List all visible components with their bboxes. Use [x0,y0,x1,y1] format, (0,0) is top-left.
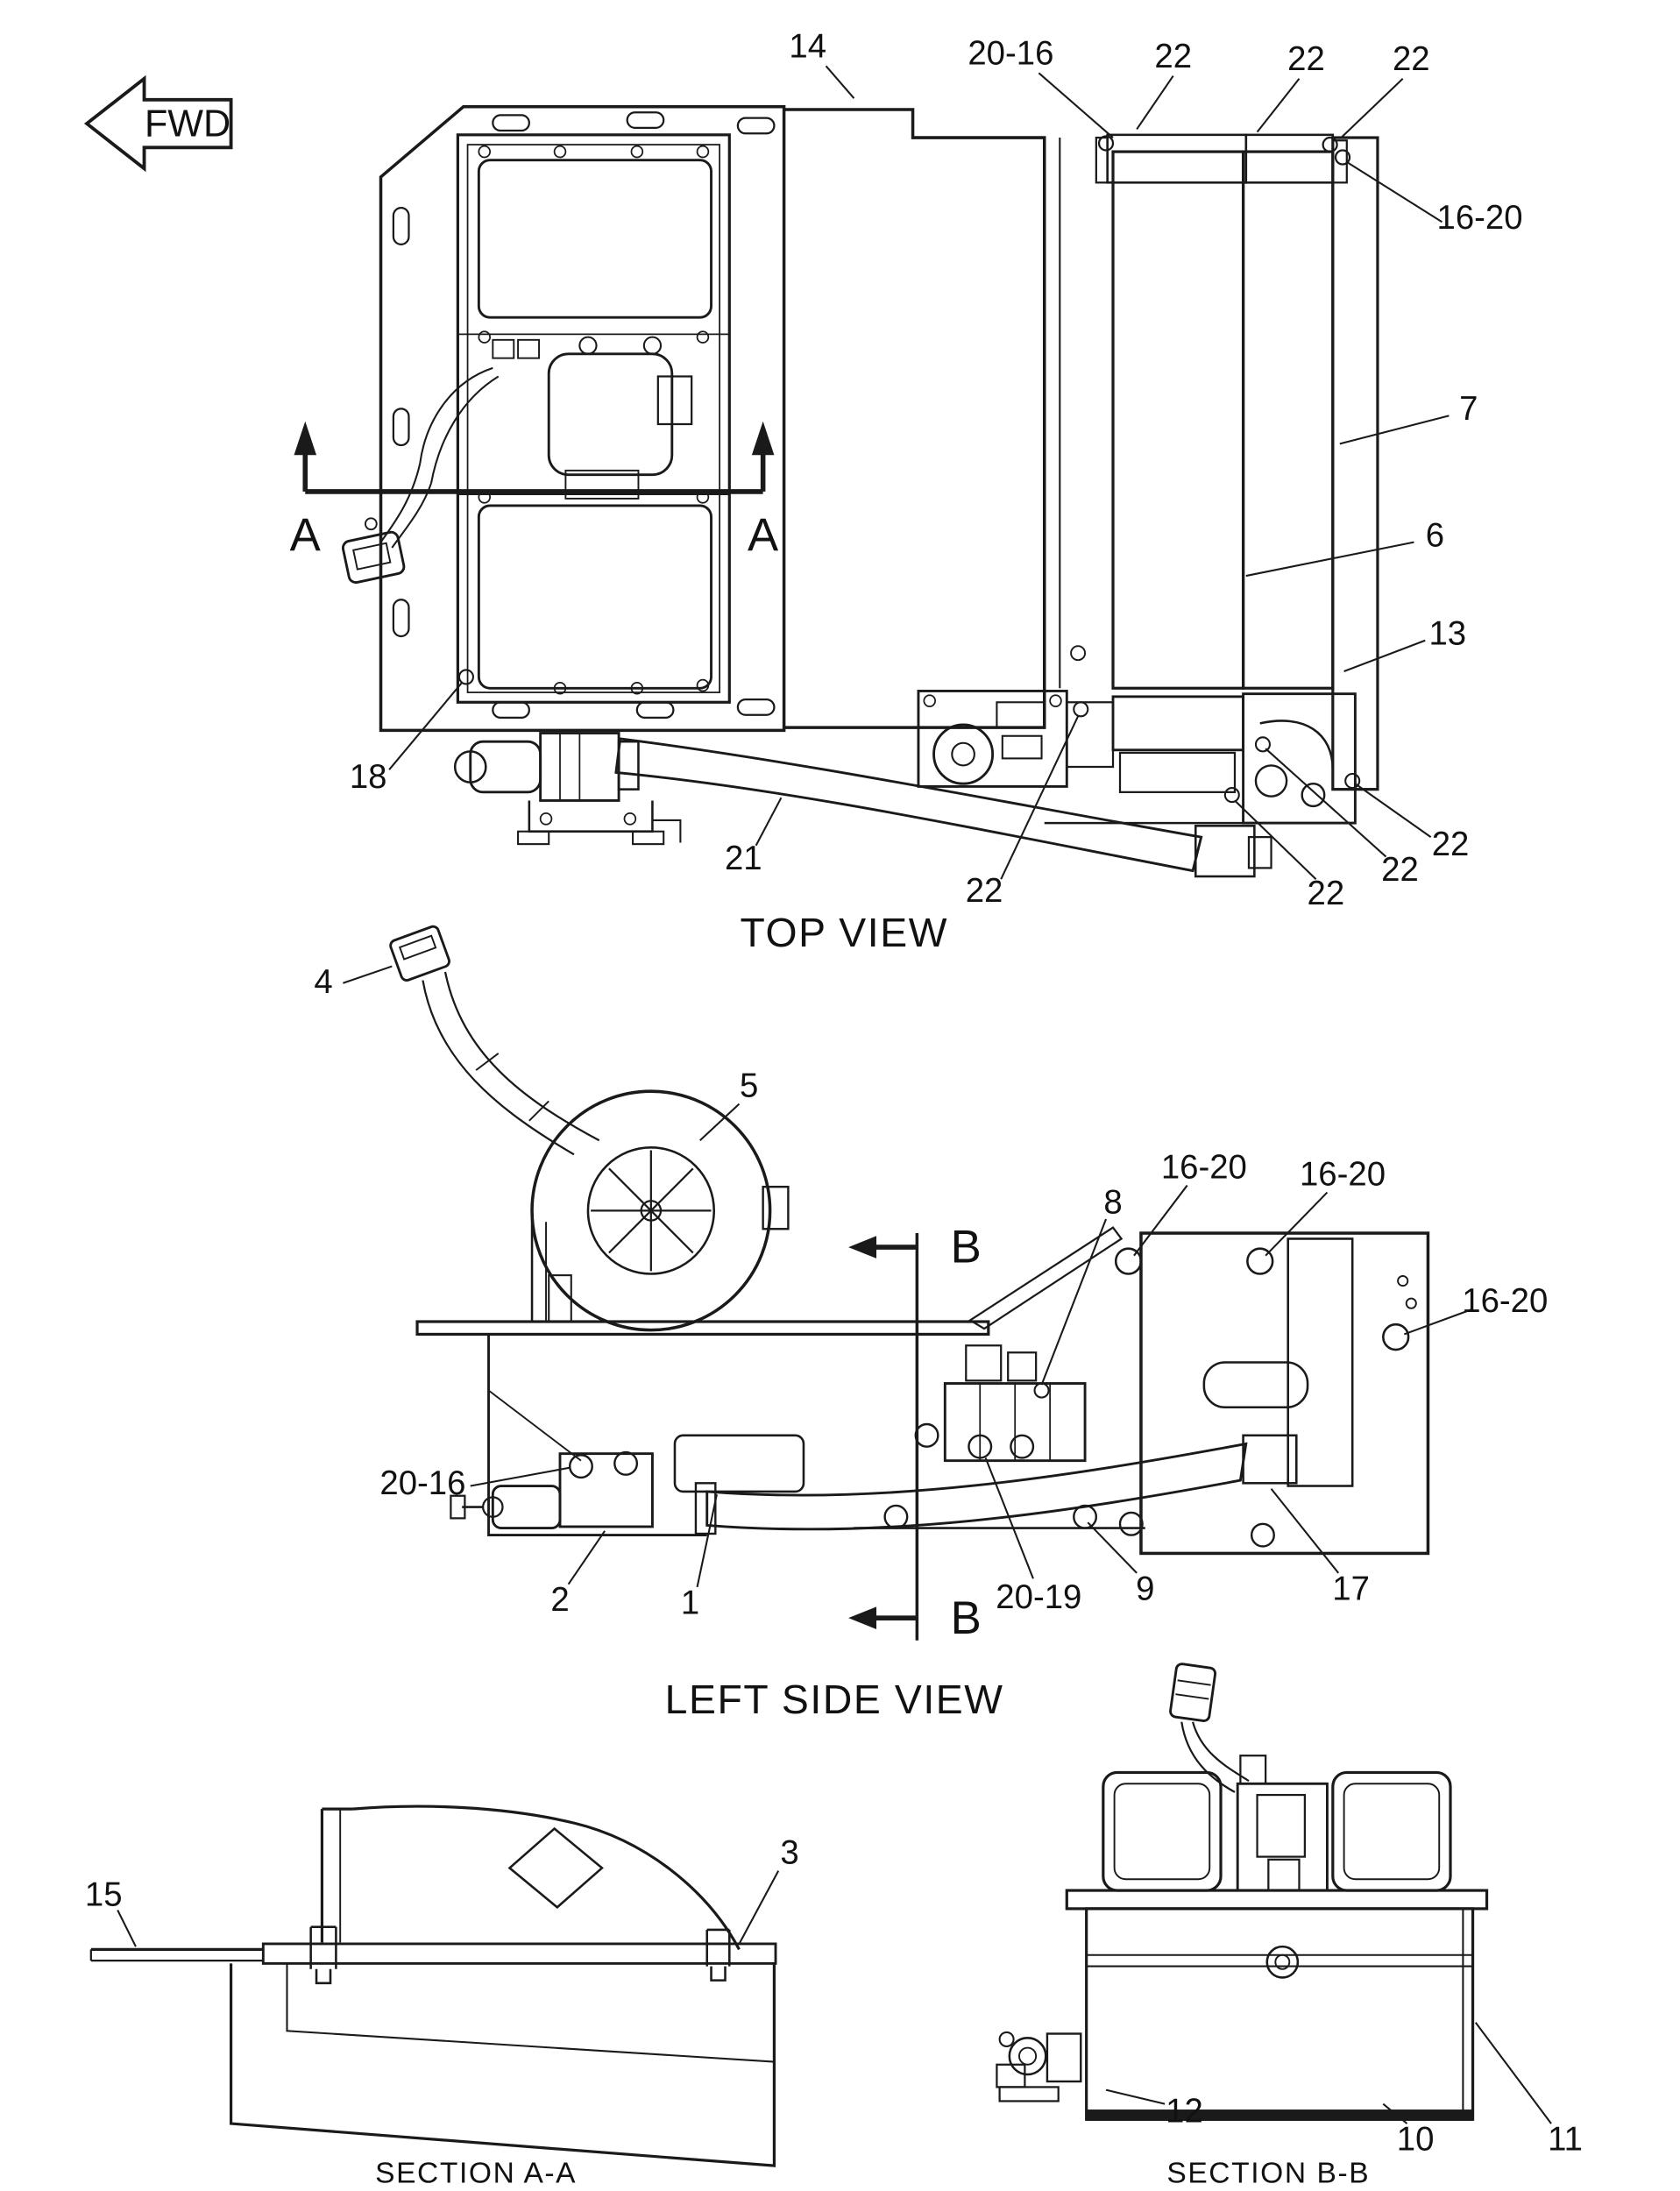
callout-14: 14 [789,28,826,66]
section-bb-leaders [1105,2022,1552,2124]
section-bb-caption: SECTION B-B [1166,2157,1370,2189]
callout-11: 11 [1548,2120,1583,2158]
callout-22-top-a: 22 [1154,38,1192,75]
callout-7: 7 [1459,390,1478,428]
callout-10: 10 [1397,2120,1435,2158]
callout-4: 4 [314,963,332,1001]
callout-22-bot-b: 22 [1308,875,1345,912]
section-aa-drawing [89,1805,777,2167]
callout-5: 5 [740,1067,758,1105]
section-a-cutline [294,421,775,494]
top-view-drawing [294,105,1379,878]
left-side-view-caption: LEFT SIDE VIEW [665,1677,1004,1722]
callout-13: 13 [1428,615,1466,653]
callout-3: 3 [780,1834,798,1872]
callout-22-bot-c: 22 [1381,851,1419,889]
callout-21: 21 [725,840,762,877]
callout-16-20-ls-a: 16-20 [1161,1148,1247,1186]
section-marker-b-bottom: B [951,1592,982,1644]
callout-16-20-ls-b: 16-20 [1300,1156,1386,1194]
callout-12: 12 [1166,2092,1203,2130]
callout-18: 18 [350,758,387,796]
section-marker-a-left: A [290,509,322,561]
callout-16-20-ls-c: 16-20 [1462,1282,1548,1320]
section-marker-b-top: B [951,1222,982,1273]
section-b-arrow-top-icon [848,1236,877,1259]
fwd-label: FWD [145,103,230,145]
callout-8: 8 [1103,1184,1122,1222]
callout-15: 15 [85,1876,123,1914]
callout-2: 2 [550,1581,569,1619]
callout-1: 1 [681,1584,699,1621]
callout-20-19: 20-19 [996,1578,1081,1616]
section-b-arrow-bottom-icon [848,1606,877,1629]
callout-16-20-top: 16-20 [1437,199,1523,237]
callout-20-16-ls: 20-16 [379,1464,465,1502]
section-marker-a-right: A [748,509,779,561]
left-side-view-drawing [389,925,1430,1641]
top-view-leaders [388,65,1450,880]
callout-22-bot-d: 22 [1432,826,1470,863]
section-aa-caption: SECTION A-A [375,2157,577,2189]
section-bb-drawing [996,1663,1489,2121]
callout-6: 6 [1426,516,1444,554]
section-a-arrow-right-icon [751,421,775,456]
left-side-view-leaders [343,965,1473,1588]
callout-22-bot-a: 22 [966,872,1003,910]
callout-22-top-c: 22 [1393,40,1430,78]
top-view-caption: TOP VIEW [741,910,949,955]
section-b-cutline [848,1233,919,1641]
section-aa-leaders [117,1870,780,1947]
callout-22-top-b: 22 [1287,40,1325,78]
callout-17: 17 [1332,1570,1370,1607]
fwd-arrow: FWD [83,74,233,173]
callout-20-16-top: 20-16 [968,35,1053,73]
callout-9: 9 [1136,1570,1154,1607]
section-a-arrow-left-icon [294,421,317,456]
